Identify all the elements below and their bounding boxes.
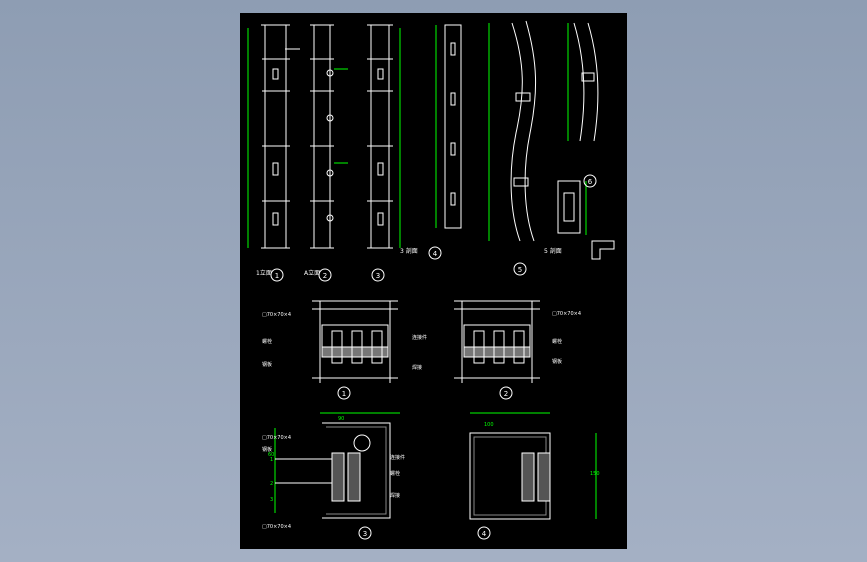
section-detail-4 [469, 412, 597, 520]
callout-label: 钢板 [262, 446, 272, 453]
column-elevation-3 [367, 24, 401, 249]
view-tag: A立面 [304, 269, 320, 277]
column-elevation-2 [310, 24, 348, 249]
detail-marker-circle [477, 526, 491, 540]
callout-label: 螺栓 [390, 470, 400, 477]
detail-marker-label: 6 [588, 178, 593, 186]
bracket-detail [557, 180, 615, 260]
panel-detail-1 [312, 300, 398, 383]
detail-marker-label: 2 [504, 390, 508, 398]
detail-marker-label: 5 [518, 266, 522, 274]
section-detail-3 [274, 412, 400, 519]
detail-marker-circle [337, 386, 351, 400]
callout-label: □70×70×4 [262, 435, 291, 441]
drawing-sheet[interactable]: 1 2 3 4 5 6 1 2 3 4 1立面 A立面 3 剖面 5 剖面 90 60 100 150 1 2 3 □70… [240, 13, 627, 549]
callout-label: 连接件 [390, 454, 405, 461]
detail-marker-label: 1 [342, 390, 346, 398]
detail-marker-circle [583, 174, 597, 188]
callout-label: 焊接 [390, 492, 400, 499]
drawing-canvas: 1 2 3 4 5 6 1 2 3 4 1立面 A立面 3 剖面 5 剖面 90 60 100 150 1 2 3 □70… [247, 20, 615, 540]
dimension-label: 2 [270, 481, 273, 487]
detail-marker-label: 1 [275, 272, 279, 280]
detail-marker-circle [499, 386, 513, 400]
curved-column-5 [488, 20, 537, 242]
callout-label: 钢板 [262, 361, 272, 368]
dimension-label: 1 [270, 457, 273, 463]
dimension-label: 100 [484, 422, 494, 428]
view-tag: 1立面 [256, 269, 272, 277]
callout-label: 螺栓 [262, 338, 272, 345]
dimension-label: 150 [590, 471, 600, 477]
callout-label: □70×70×4 [262, 312, 291, 318]
curved-column-6 [567, 22, 599, 142]
dimension-label: 60 [268, 452, 274, 458]
view-tag: 3 剖面 [400, 247, 418, 255]
panel-detail-2 [454, 300, 540, 383]
column-elevation-1 [247, 24, 300, 249]
callout-label: 螺栓 [552, 338, 562, 345]
column-elevation-4 [435, 24, 462, 229]
detail-marker-label: 4 [433, 250, 438, 258]
detail-marker-circle [270, 268, 284, 282]
detail-marker-circle [428, 246, 442, 260]
callout-label: □70×70×4 [552, 311, 581, 317]
callout-label: 连接件 [412, 334, 427, 341]
detail-marker-circle [318, 268, 332, 282]
detail-marker-label: 4 [482, 530, 487, 538]
dimension-label: 3 [270, 497, 273, 503]
detail-marker-label: 3 [363, 530, 367, 538]
callout-label: 钢板 [552, 358, 562, 365]
detail-marker-label: 3 [376, 272, 380, 280]
detail-marker-circle [371, 268, 385, 282]
detail-marker-label: 2 [323, 272, 327, 280]
view-tag: 5 剖面 [544, 247, 562, 255]
callout-label: 焊接 [412, 364, 422, 371]
detail-marker-circle [513, 262, 527, 276]
callout-label: □70×70×4 [262, 524, 291, 530]
detail-marker-circle [358, 526, 372, 540]
dimension-label: 90 [338, 416, 344, 422]
